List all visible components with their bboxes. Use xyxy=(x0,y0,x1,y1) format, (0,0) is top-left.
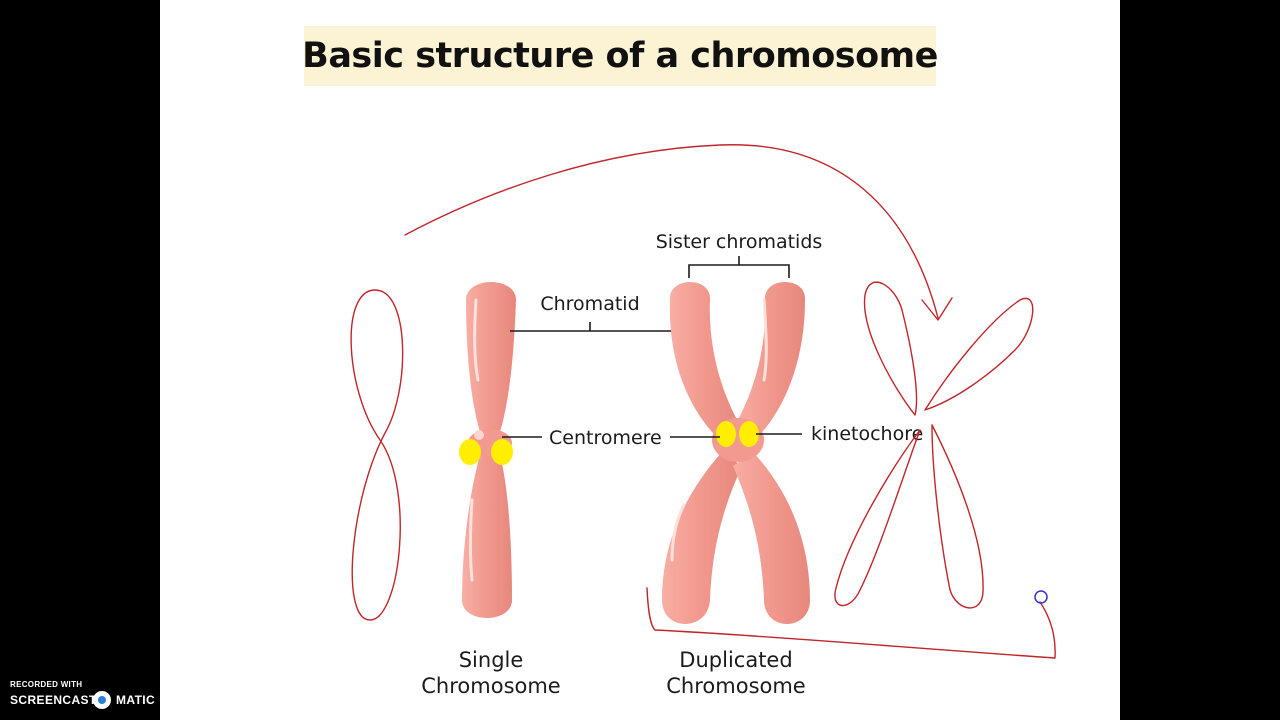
slide-title: Basic structure of a chromosome xyxy=(302,36,938,76)
label-kinetochore: kinetochore xyxy=(811,423,923,445)
single-lower-arm xyxy=(462,448,512,618)
single-centromere-dot-right xyxy=(491,439,513,465)
screencast-watermark: RECORDED WITH SCREENCAST MATIC xyxy=(6,680,158,714)
cursor-ring-icon xyxy=(1034,590,1048,604)
watermark-brand-part2: MATIC xyxy=(116,693,156,707)
dup-upper-left-arm xyxy=(669,282,740,440)
annotation-arrowhead xyxy=(921,297,953,321)
annotation-x-loop-upper-right xyxy=(924,297,1034,411)
title-box: Basic structure of a chromosome xyxy=(302,26,938,86)
caption-duplicated-line1: Duplicated xyxy=(679,648,792,672)
label-chromatid: Chromatid xyxy=(540,293,639,315)
annotation-arrow-arc xyxy=(404,144,939,319)
annotation-underline xyxy=(646,587,1056,659)
dup-lower-highlight xyxy=(670,503,686,562)
duplicated-chromosome xyxy=(662,282,810,624)
leader-lines xyxy=(502,256,802,438)
chromosome-diagram: Sister chromatids Chromatid Centromere k… xyxy=(350,144,1056,698)
right-letterbox xyxy=(1120,0,1280,720)
caption-duplicated-line2: Chromosome xyxy=(666,674,805,698)
single-chromosome xyxy=(459,282,516,618)
single-upper-arm xyxy=(466,282,516,438)
annotation-x-loop-upper-left xyxy=(863,281,918,416)
annotation-figure-eight-loop xyxy=(350,289,404,621)
dup-lower-left-arm xyxy=(662,452,742,624)
dup-centromere-dot-right xyxy=(739,421,759,447)
dup-centromere-dot-left xyxy=(716,421,736,447)
watermark-logo-icon xyxy=(93,691,111,709)
label-centromere: Centromere xyxy=(549,427,662,449)
single-arm-highlight xyxy=(473,298,480,382)
watermark-recorded-with: RECORDED WITH xyxy=(10,680,83,689)
single-centromere-highlight xyxy=(474,430,484,440)
dup-lower-right-arm xyxy=(733,452,810,624)
single-centromere-dot-left xyxy=(459,439,481,465)
chromatid-leader xyxy=(510,322,671,332)
annotation-x-loop-lower-right xyxy=(931,424,984,609)
dup-upper-right-arm xyxy=(735,282,806,440)
slide: Basic structure of a chromosome xyxy=(160,0,1120,720)
watermark-brand-part1: SCREENCAST xyxy=(10,693,97,707)
single-lower-highlight xyxy=(469,498,474,582)
hand-annotations xyxy=(350,144,1056,659)
left-letterbox xyxy=(0,0,160,720)
dup-arm-highlight xyxy=(762,298,768,382)
caption-single-line2: Chromosome xyxy=(421,674,560,698)
sister-chromatids-bracket xyxy=(688,256,790,278)
caption-single-line1: Single xyxy=(459,648,524,672)
label-sister-chromatids: Sister chromatids xyxy=(656,231,823,253)
annotation-x-loop-lower-left xyxy=(834,429,921,607)
